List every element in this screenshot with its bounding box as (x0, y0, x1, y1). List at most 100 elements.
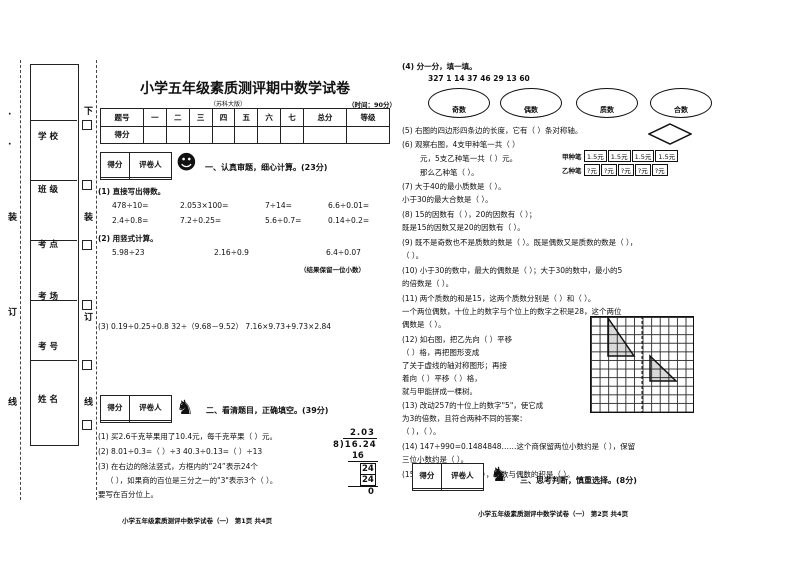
divider (30, 240, 77, 241)
score-table: 题号 一 二 三 四 五 六 七 总分 等级 得分 (100, 108, 391, 144)
q6a: (6) 观察右图，4支甲种笔一共（ ） (402, 140, 520, 149)
even-ellipse[interactable]: 偶数 (500, 88, 562, 118)
score-input[interactable] (302, 125, 347, 144)
q1-item: 478÷10= (112, 201, 149, 210)
q1-title: (1) 直接写出得数。 (98, 187, 166, 196)
rhombus-figure (648, 123, 692, 145)
divider (30, 120, 77, 121)
score-cell: 四 (211, 108, 236, 127)
score-cell: 得分 (100, 125, 144, 144)
q12c: 了关于虚线的轴对称图形；再接 (402, 361, 507, 370)
fill-1: (1) 买2.6千克苹果用了10.4元，每千克苹果（ ）元。 (98, 432, 278, 441)
fill-3a: (3) 在右边的除法竖式，方框内的“24”表示24个 (98, 462, 258, 471)
grader-cell: 评卷人 (128, 395, 173, 421)
input-box[interactable] (82, 240, 92, 250)
price-box: 1.5元 (631, 150, 655, 162)
q13b: 为3的倍数，且符合两种不同的答案： (402, 414, 527, 423)
input-box[interactable] (82, 120, 92, 130)
price-box: 1.5元 (655, 150, 679, 162)
score-input[interactable] (165, 125, 190, 144)
score-input[interactable] (188, 125, 213, 144)
composite-ellipse[interactable]: 合数 (650, 88, 712, 118)
margin-char: 线 (8, 398, 18, 408)
cut-line (96, 60, 97, 500)
input-box[interactable] (82, 180, 92, 190)
cartoon-giraffe: ♞ (176, 395, 194, 419)
price-box: 1.5元 (583, 150, 607, 162)
score-cell: 六 (257, 108, 282, 127)
price-box: 1.5元 (607, 150, 631, 162)
grader-input[interactable] (440, 487, 485, 492)
fill-3c: 要写在百分位上。 (98, 490, 158, 499)
group-label: 奇数 (452, 106, 466, 114)
margin-char: 线 (84, 398, 94, 408)
q12a: (12) 如右图，把乙先向（ ）平移 (402, 335, 513, 344)
grader-input[interactable] (412, 487, 442, 492)
grader-cell: 得分 (412, 463, 442, 489)
input-box[interactable] (82, 420, 92, 430)
score-input[interactable] (257, 125, 282, 144)
q2-title: (2) 用竖式计算。 (98, 234, 158, 243)
grader-cell: 评卷人 (440, 463, 485, 489)
quotient: 2.03 (350, 428, 375, 438)
q5: (5) 右图的四边形四条边的长度，它有（ ）条对称轴。 (402, 126, 583, 135)
grader-input[interactable] (128, 176, 173, 181)
margin-char: · (8, 110, 12, 120)
score-cell: 等级 (345, 108, 391, 127)
school-label: 学 校 (38, 132, 58, 142)
grader-box: 得分评卷人 (100, 152, 173, 181)
q11c: 偶数是（ ）。 (402, 320, 446, 329)
q6b: 元，5支乙种笔一共（ ）元。 (420, 154, 518, 163)
q9a: (9) 既不是奇数也不是质数的数是（ ）。既是偶数又是质数的数是（ ）， (402, 238, 638, 247)
group-label: 合数 (674, 106, 688, 114)
pen-a-label: 甲种笔 (562, 153, 582, 161)
score-input[interactable] (211, 125, 236, 144)
name-label: 姓 名 (38, 395, 58, 405)
odd-ellipse[interactable]: 奇数 (428, 88, 490, 118)
q12e: 就与甲能拼成一棵树。 (402, 387, 477, 396)
score-input[interactable] (280, 125, 304, 144)
score-input[interactable] (345, 125, 391, 144)
q10b: 的倍数是（ ）。 (402, 279, 454, 288)
division-line (348, 461, 378, 462)
margin-char: 装 (84, 213, 94, 223)
q13a: (13) 改动257的十位上的数字"5"，使它成 (402, 401, 544, 410)
grader-cell: 得分 (100, 152, 130, 178)
input-box[interactable] (82, 360, 92, 370)
q8b: 既是15的因数又是20的因数有（ ）。 (402, 223, 525, 232)
step-24: 24 (360, 474, 376, 486)
divider (30, 300, 77, 301)
q9b: （ ）。 (402, 251, 424, 260)
pen-b-prices: 乙种笔 ?元?元?元?元?元 (562, 164, 669, 176)
divider (30, 360, 77, 361)
exam-number-label: 考 号 (38, 342, 58, 352)
score-input[interactable] (143, 125, 167, 144)
price-box: ?元 (583, 164, 600, 176)
q3-items: (3) 0.19÷0.25÷0.8 32÷（9.68－9.52） 7.16×9.… (98, 322, 332, 331)
student-info-box (30, 64, 79, 446)
grader-input[interactable] (128, 419, 173, 424)
price-box: ?元 (651, 164, 668, 176)
group-label: 质数 (600, 106, 614, 114)
q6c: 那么乙种笔（ ）。 (420, 168, 479, 177)
grader-input[interactable] (100, 419, 130, 424)
q13c: （ ），（ ）。 (402, 427, 441, 436)
q2-item: 5.98÷23 (112, 248, 145, 257)
division-line (348, 486, 378, 487)
grader-input[interactable] (100, 176, 130, 181)
score-input[interactable] (234, 125, 259, 144)
grader-box: 得分评卷人 (100, 395, 173, 424)
score-cell: 一 (143, 108, 167, 127)
margin-char: 订 (84, 313, 94, 323)
q14b: 三位小数约是（ ）。 (402, 455, 469, 464)
q10a: (10) 小于30的数中，最大的偶数是（ ）；大于30的数中，最小的5 (402, 266, 623, 275)
prime-ellipse[interactable]: 质数 (576, 88, 638, 118)
q11a: (11) 两个质数的和是15，这两个质数分别是（ ）和（ ）。 (402, 294, 596, 303)
input-box[interactable] (82, 300, 92, 310)
exam-title: 小学五年级素质测评期中数学试卷 (140, 81, 350, 97)
score-cell: 七 (280, 108, 304, 127)
score-cell: 三 (188, 108, 213, 127)
q4-numbers: 327 1 14 37 46 29 13 60 (428, 74, 530, 83)
remainder: 0 (368, 487, 374, 497)
q1-item: 5.6÷0.7= (265, 216, 302, 225)
